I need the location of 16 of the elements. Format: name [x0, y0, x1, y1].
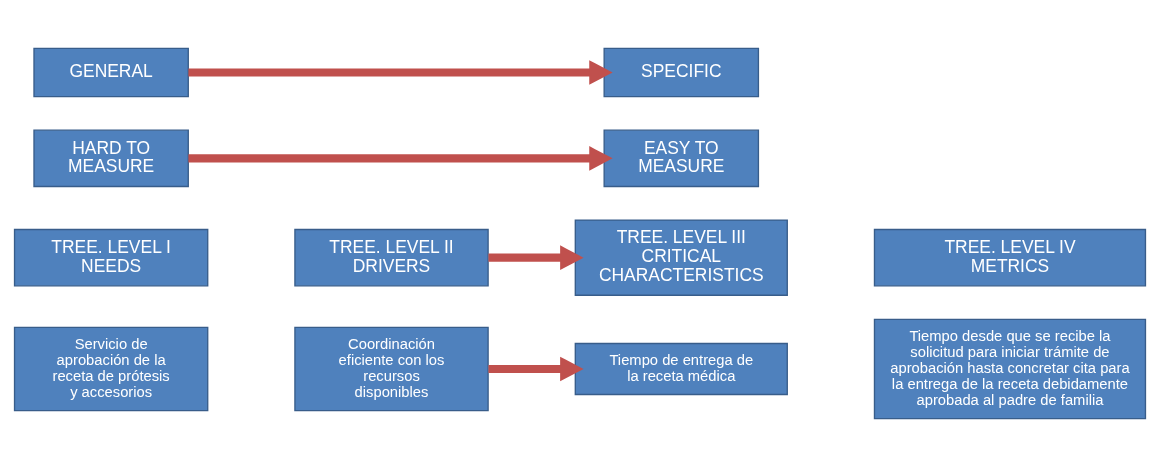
node-box: EASY TO MEASURE: [603, 129, 760, 188]
arrow: [488, 245, 584, 270]
node-box: Tiempo desde que se recibe la solicitud para iniciar trámite de aprobación hasta concretar cita para la entrega de la receta debidamente aprobada al padre de familia: [873, 318, 1147, 420]
node-box: TREE. LEVEL IV METRICS: [873, 228, 1147, 287]
node-box: Servicio de aprobación de la receta de prótesis y accesorios: [13, 326, 209, 412]
node-box: SPECIFIC: [603, 47, 760, 98]
node-box: GENERAL: [33, 47, 189, 98]
node-box: TREE. LEVEL I NEEDS: [13, 228, 209, 287]
arrow: [488, 356, 584, 382]
node-box: TREE. LEVEL II DRIVERS: [294, 228, 489, 287]
node-box: Tiempo de entrega de la receta médica: [574, 342, 788, 396]
arrow: [188, 60, 613, 85]
node-box: Coordinación eficiente con los recursos disponibles: [294, 326, 489, 412]
arrow: [188, 146, 613, 171]
node-box: TREE. LEVEL III CRITICAL CHARACTERISTICS: [574, 219, 788, 296]
node-box: HARD TO MEASURE: [33, 129, 189, 188]
